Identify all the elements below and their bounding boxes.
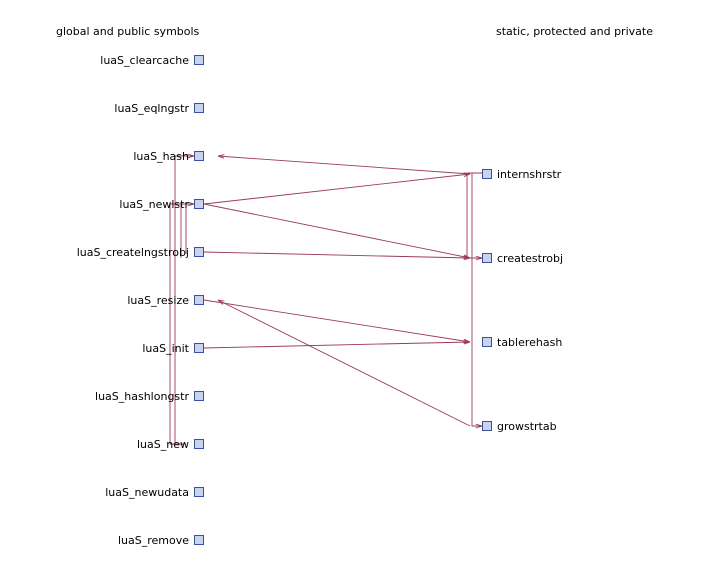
node-label: luaS_createlngstrobj bbox=[77, 246, 189, 259]
node-luas-new: luaS_new bbox=[137, 438, 204, 451]
node-box bbox=[194, 247, 204, 257]
node-createstrobj: createstrobj bbox=[482, 252, 563, 265]
node-label: luaS_clearcache bbox=[100, 54, 189, 67]
node-label: luaS_new bbox=[137, 438, 189, 451]
node-label: internshrstr bbox=[497, 168, 562, 181]
node-luas-clearcache: luaS_clearcache bbox=[100, 54, 204, 67]
node-box bbox=[194, 55, 204, 65]
node-luas-init: luaS_init bbox=[142, 342, 204, 355]
edge-internshrstr-to-growstrtab bbox=[471, 172, 482, 426]
node-label: luaS_newlstr bbox=[119, 198, 189, 211]
node-label: createstrobj bbox=[497, 252, 563, 265]
node-internshrstr: internshrstr bbox=[482, 168, 562, 181]
node-tablerehash: tablerehash bbox=[482, 336, 562, 349]
node-growstrtab: growstrtab bbox=[482, 420, 557, 433]
node-label: luaS_newudata bbox=[105, 486, 189, 499]
node-label: luaS_hash bbox=[133, 150, 189, 163]
node-luas-hash: luaS_hash bbox=[133, 150, 204, 163]
node-luas-remove: luaS_remove bbox=[118, 534, 204, 547]
edges bbox=[169, 156, 482, 445]
node-label: luaS_eqlngstr bbox=[114, 102, 189, 115]
node-box bbox=[194, 487, 204, 497]
edge-luas-createlngstrobj-to-createstrobj bbox=[203, 251, 470, 258]
node-box bbox=[194, 103, 204, 113]
node-luas-hashlongstr: luaS_hashlongstr bbox=[95, 390, 204, 403]
node-luas-newlstr: luaS_newlstr bbox=[119, 198, 204, 211]
node-luas-createlngstrobj: luaS_createlngstrobj bbox=[77, 246, 204, 259]
edge-internshrstr-to-createstrobj bbox=[466, 172, 482, 258]
node-box bbox=[194, 439, 204, 449]
node-box bbox=[194, 535, 204, 545]
node-box bbox=[482, 421, 492, 431]
node-box bbox=[194, 295, 204, 305]
node-label: luaS_init bbox=[142, 342, 189, 355]
node-box bbox=[194, 391, 204, 401]
node-label: growstrtab bbox=[497, 420, 557, 433]
nodes: luaS_clearcache luaS_eqlngstr luaS_hashlua… bbox=[77, 54, 563, 547]
right-column-header: static, protected and private bbox=[496, 25, 653, 38]
node-box bbox=[482, 253, 492, 263]
node-box bbox=[194, 199, 204, 209]
node-box bbox=[482, 337, 492, 347]
edge-luas-newlstr-to-internshrstr bbox=[203, 174, 470, 205]
node-box bbox=[194, 343, 204, 353]
node-box bbox=[194, 151, 204, 161]
edge-luas-new-to-luas-newlstr bbox=[169, 204, 194, 445]
left-column-header: global and public symbols bbox=[56, 25, 200, 38]
node-luas-resize: luaS_resize bbox=[127, 294, 204, 307]
edge-luas-init-to-tablerehash bbox=[203, 342, 470, 349]
edge-luas-newlstr-to-createstrobj bbox=[203, 203, 470, 258]
edge-growstrtab-to-luas-resize bbox=[218, 300, 471, 427]
node-label: luaS_resize bbox=[127, 294, 189, 307]
edge-luas-resize-to-tablerehash bbox=[203, 299, 470, 342]
edge-luas-new-to-luas-hash bbox=[174, 156, 194, 445]
node-label: luaS_remove bbox=[118, 534, 189, 547]
node-box bbox=[482, 169, 492, 179]
node-luas-newudata: luaS_newudata bbox=[105, 486, 204, 499]
node-label: luaS_hashlongstr bbox=[95, 390, 189, 403]
edge-internshrstr-to-luas-hash bbox=[218, 156, 471, 175]
node-luas-eqlngstr: luaS_eqlngstr bbox=[114, 102, 204, 115]
node-label: tablerehash bbox=[497, 336, 562, 349]
